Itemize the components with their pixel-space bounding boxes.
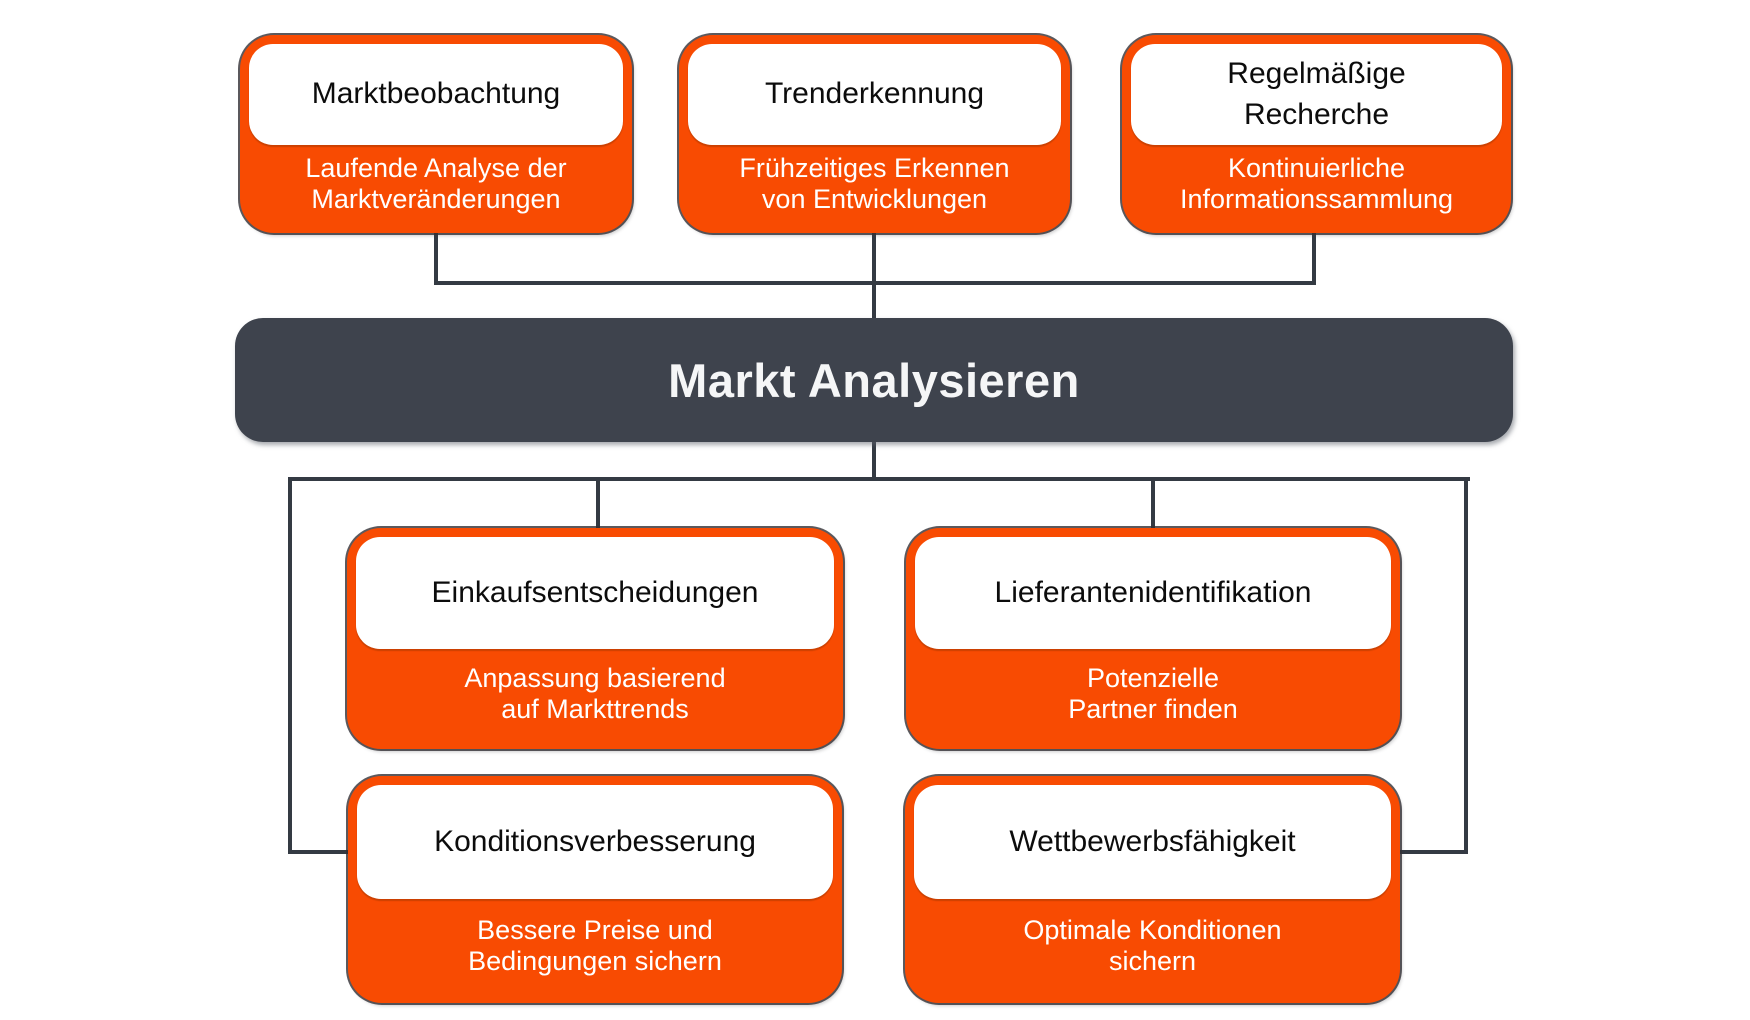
connector-line: [872, 442, 876, 480]
node-subtitle: Kontinuierliche Informationssammlung: [1179, 153, 1454, 214]
node-konditionsverbesserung: Konditionsverbesserung Bessere Preise un…: [348, 776, 842, 1003]
connector-line: [1312, 233, 1316, 285]
node-einkaufsentscheidungen: Einkaufsentscheidungen Anpassung basiere…: [347, 528, 843, 749]
node-title: Regelmäßige Recherche: [1227, 57, 1406, 131]
node-subtitle: Optimale Konditionen sichern: [1023, 915, 1282, 976]
node-regelmaessige-recherche: Regelmäßige Recherche Kontinuierliche In…: [1122, 35, 1511, 233]
node-subtitle: Potenzielle Partner finden: [1068, 663, 1238, 724]
node-subtitle: Bessere Preise und Bedingungen sichern: [468, 915, 722, 976]
node-title-panel: Konditionsverbesserung: [357, 785, 833, 899]
connector-line: [434, 281, 1316, 285]
node-title-panel: Einkaufsentscheidungen: [356, 537, 834, 649]
node-title: Trenderkennung: [764, 77, 985, 111]
node-subtitle: Laufende Analyse der Marktveränderungen: [305, 153, 567, 214]
node-title-panel: Regelmäßige Recherche: [1131, 44, 1502, 145]
node-subtitle: Frühzeitiges Erkennen von Entwicklungen: [739, 153, 1010, 214]
connector-line: [596, 477, 600, 532]
node-markt-analysieren: Markt Analysieren: [235, 318, 1513, 442]
connector-line: [288, 477, 1470, 481]
connector-line: [1464, 477, 1468, 854]
node-lieferantenidentifikation: Lieferantenidentifikation Potenzielle Pa…: [906, 528, 1400, 749]
central-title: Markt Analysieren: [668, 353, 1080, 407]
connector-line: [288, 850, 352, 854]
connector-line: [1400, 850, 1468, 854]
node-title: Einkaufsentscheidungen: [431, 575, 759, 609]
node-trenderkennung: Trenderkennung Frühzeitiges Erkennen von…: [679, 35, 1070, 233]
node-title-panel: Marktbeobachtung: [249, 44, 623, 145]
node-subtitle: Anpassung basierend auf Markttrends: [464, 663, 726, 724]
node-title: Wettbewerbsfähigkeit: [1009, 824, 1296, 858]
node-title-panel: Lieferantenidentifikation: [915, 537, 1391, 649]
node-marktbeobachtung: Marktbeobachtung Laufende Analyse der Ma…: [240, 35, 632, 233]
connector-line: [1151, 477, 1155, 532]
connector-line: [872, 233, 876, 322]
node-title-panel: Trenderkennung: [688, 44, 1061, 145]
connector-line: [434, 233, 438, 285]
node-wettbewerbsfaehigkeit: Wettbewerbsfähigkeit Optimale Konditione…: [905, 776, 1400, 1003]
node-title: Konditionsverbesserung: [434, 824, 756, 858]
connector-line: [288, 477, 292, 854]
node-title-panel: Wettbewerbsfähigkeit: [914, 785, 1391, 899]
node-title: Lieferantenidentifikation: [994, 575, 1312, 609]
node-title: Marktbeobachtung: [311, 77, 561, 111]
